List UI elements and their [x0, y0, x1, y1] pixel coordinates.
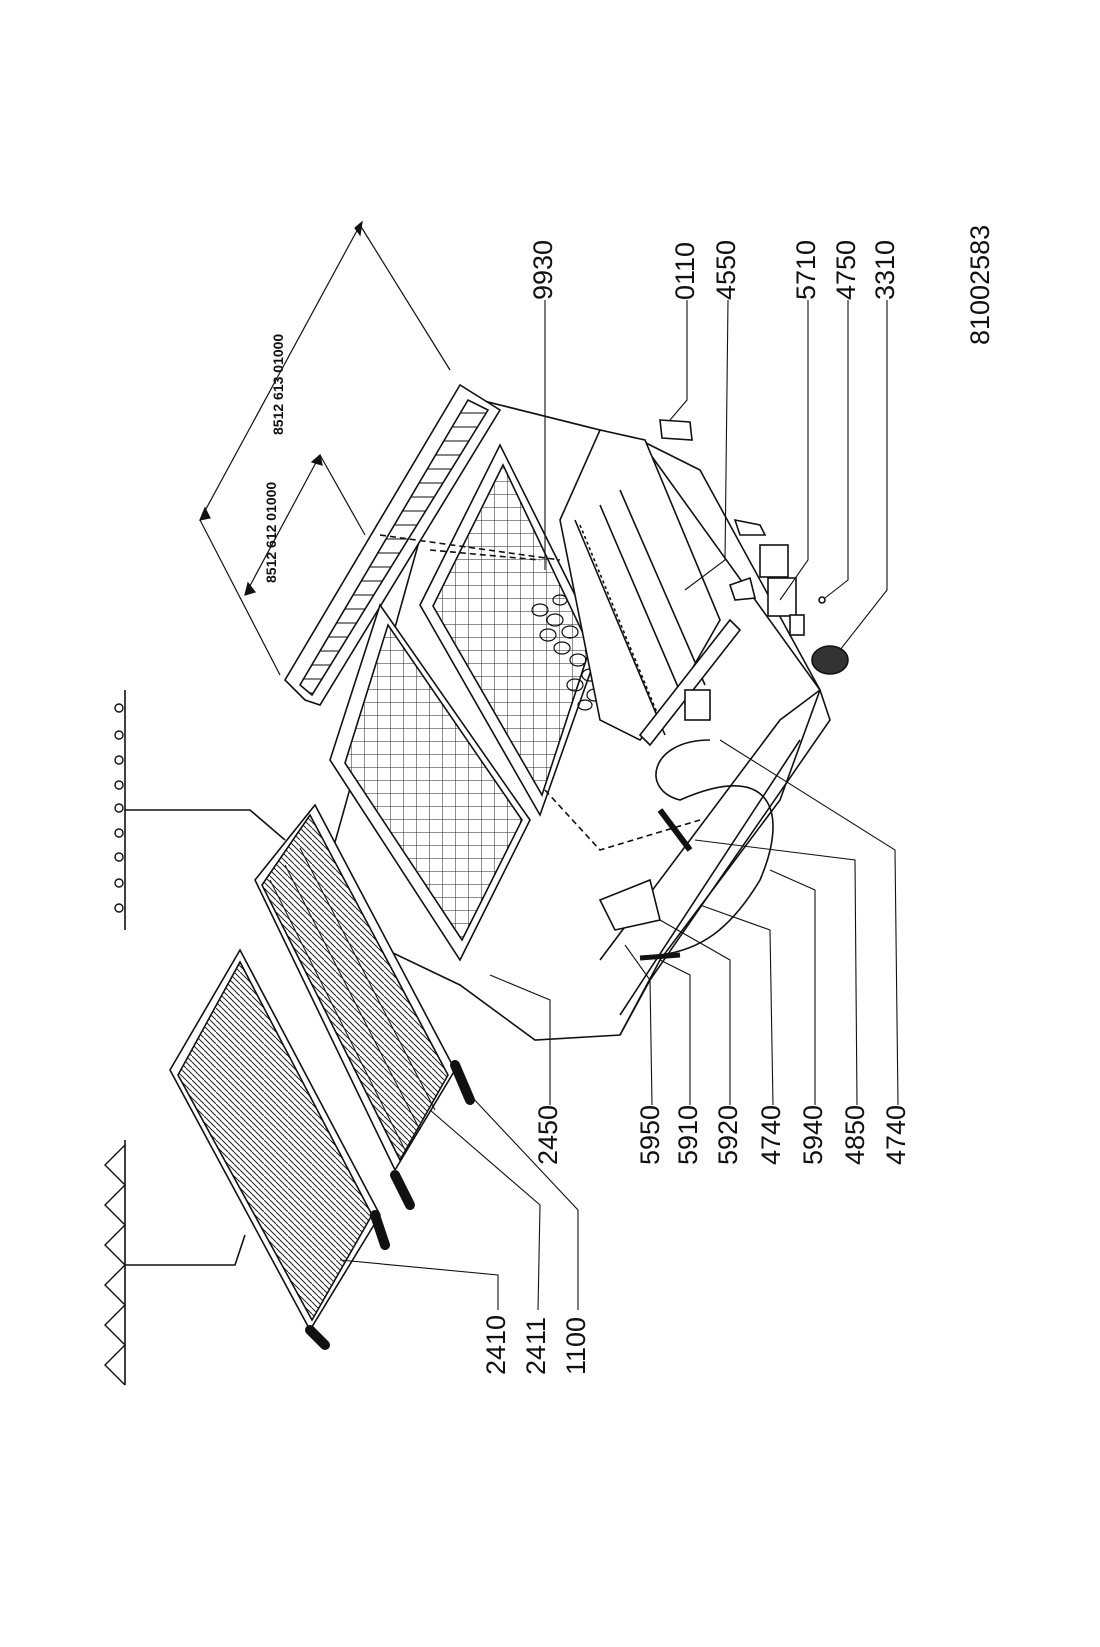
part-label-4850: 4850	[840, 1104, 870, 1165]
part-label-2450: 2450	[533, 1104, 563, 1165]
part-label-0110: 0110	[670, 241, 700, 300]
part-label-9930: 9930	[528, 239, 558, 300]
document-number: 81002583	[965, 224, 995, 345]
grate-handle-1100	[450, 1060, 475, 1105]
burner-tube	[638, 618, 742, 747]
gas-valve-body	[684, 689, 711, 721]
leader-lines	[339, 299, 899, 1311]
part-label-4550: 4550	[711, 239, 741, 300]
variant-dimension-lines	[199, 220, 451, 676]
part-label-5710: 5710	[791, 239, 821, 300]
part-label-1100: 1100	[561, 1316, 591, 1375]
body-lower-rail	[599, 688, 831, 1036]
part-label-4740-lower: 4740	[881, 1104, 911, 1165]
part-label-5950: 5950	[635, 1104, 665, 1165]
control-knob-3310	[811, 645, 849, 675]
part-label-3310: 3310	[870, 239, 900, 300]
part-label-5910: 5910	[673, 1104, 703, 1165]
round-bar-symbols	[114, 703, 124, 913]
knob-0110	[659, 419, 693, 441]
part-label-2410: 2410	[481, 1314, 511, 1375]
thermocouple-lead	[655, 739, 774, 956]
part-label-4750: 4750	[831, 239, 861, 300]
burner-tray	[559, 429, 721, 742]
v-profile-symbols	[104, 1144, 126, 1386]
variant-code-612: 8512 612 01000	[263, 481, 279, 583]
part-label-5920: 5920	[713, 1104, 743, 1165]
variant-code-613: 8512 613 01000	[270, 333, 286, 435]
screw-4750	[818, 596, 826, 604]
part-label-5940: 5940	[798, 1104, 828, 1165]
part-label-4740-upper: 4740	[756, 1104, 786, 1165]
part-label-2411: 2411	[521, 1316, 551, 1375]
